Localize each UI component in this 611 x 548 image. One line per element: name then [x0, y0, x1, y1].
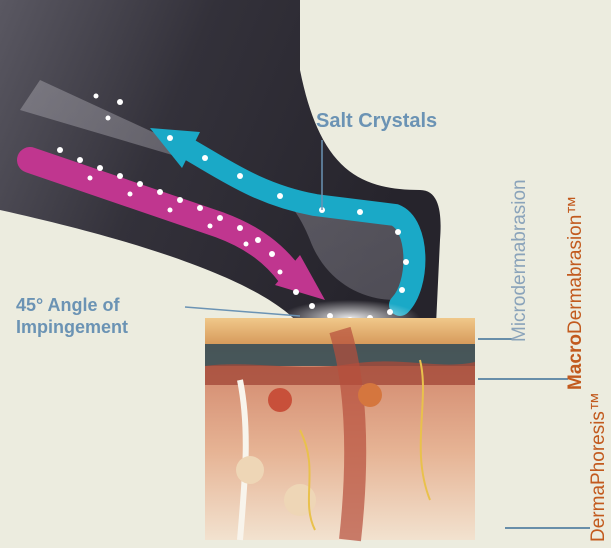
angle-label-line1: 45° Angle of [16, 294, 128, 316]
macro-bold-text: Macro [565, 334, 586, 390]
skin-cross-section [205, 318, 475, 540]
dermaphoresis-label: DermaPhoresis™ [588, 392, 610, 542]
angle-label-line2: Impingement [16, 316, 128, 338]
macro-rest-text: Dermabrasion™ [565, 196, 586, 334]
salt-crystals-label: Salt Crystals [316, 110, 437, 133]
angle-of-impingement-label: 45° Angle of Impingement [16, 294, 128, 338]
microdermabrasion-label: Microdermabrasion [509, 179, 531, 342]
macrodermabrasion-label: MacroDermabrasion™ [565, 196, 587, 390]
